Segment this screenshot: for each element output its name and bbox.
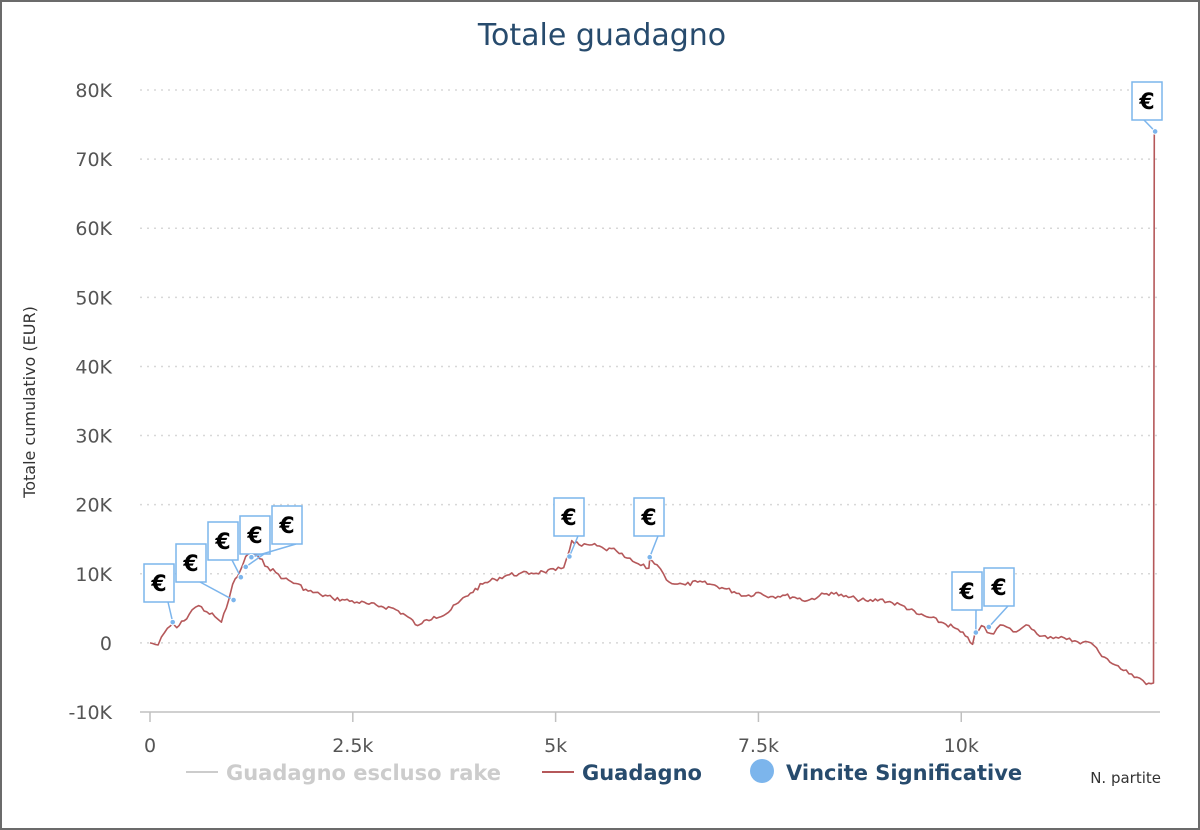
y-tick-label: 0 xyxy=(100,633,112,655)
y-tick-label: 30K xyxy=(75,426,112,448)
flag-point xyxy=(242,563,250,571)
flag-point xyxy=(985,623,993,631)
x-tick-label: 5k xyxy=(544,735,567,757)
y-tick-label: 20K xyxy=(75,495,112,517)
flag-point xyxy=(169,618,177,626)
flag-annotations: € € € € € € € € € € xyxy=(143,81,1163,636)
y-tick-label: 80K xyxy=(75,80,112,102)
flag-label: € xyxy=(150,572,166,597)
flag-point xyxy=(646,553,654,561)
flag-point xyxy=(237,573,245,581)
flag-marker: € xyxy=(633,497,665,561)
flag-box xyxy=(271,505,303,545)
y-tick-label: 50K xyxy=(75,287,112,309)
flag-label: € xyxy=(246,524,262,549)
legend-symbol-vincite xyxy=(750,759,774,783)
flag-marker: € xyxy=(175,543,237,604)
legend-item-label: Guadagno xyxy=(582,761,702,785)
flag-point xyxy=(1151,128,1159,135)
flag-marker: € xyxy=(207,521,245,581)
x-tick-label: 0 xyxy=(144,735,156,757)
flag-marker: € xyxy=(553,497,585,560)
flag-marker: € xyxy=(951,571,983,636)
flag-label: € xyxy=(214,530,230,555)
x-tick-label: 7.5k xyxy=(738,735,779,757)
flag-connector xyxy=(568,535,579,557)
series-area xyxy=(149,129,1157,686)
flag-point xyxy=(248,553,255,561)
flag-box xyxy=(175,543,207,583)
flag-label: € xyxy=(958,580,974,605)
series-line-guadagno xyxy=(149,129,1157,686)
axes: -10K 0 10K 20K 30K 40K 50K 60K 70K 80K 0 2.5k 5k 7.5k… xyxy=(69,80,1160,757)
flag-box xyxy=(1131,81,1163,121)
legend-item-label: Guadagno escluso rake xyxy=(226,761,501,785)
x-axis-label: N. partite xyxy=(1090,769,1161,787)
flag-label: € xyxy=(278,514,294,539)
flag-connector xyxy=(251,543,297,558)
x-tick-label: 2.5k xyxy=(332,735,373,757)
flag-connector xyxy=(167,601,174,623)
flag-box xyxy=(633,497,665,537)
flag-box xyxy=(207,521,239,561)
flag-label: € xyxy=(560,506,576,531)
flag-box xyxy=(983,567,1015,607)
legend-item-label: Vincite Significative xyxy=(786,761,1022,785)
flag-connector xyxy=(649,535,659,558)
flag-point xyxy=(566,553,573,560)
flag-label: € xyxy=(990,576,1006,601)
y-axis-label: Totale cumulativo (EUR) xyxy=(20,306,39,499)
flag-connector xyxy=(199,581,234,601)
legend: Guadagno escluso rake Guadagno Vincite Sig… xyxy=(186,759,1022,785)
y-tick-label: 60K xyxy=(75,218,112,240)
flag-marker: € xyxy=(1131,81,1163,135)
y-tick-label: 70K xyxy=(75,149,112,171)
flag-marker: € xyxy=(248,505,303,561)
flag-marker: € xyxy=(143,563,177,626)
flag-marker: € xyxy=(983,567,1015,631)
flag-box xyxy=(553,497,585,537)
grid-lines xyxy=(140,89,1160,644)
y-tick-label: 10K xyxy=(75,564,112,586)
x-tick-label: 10k xyxy=(944,735,979,757)
flag-box xyxy=(239,515,271,555)
flag-label: € xyxy=(640,506,656,531)
flag-label: € xyxy=(182,552,198,577)
flag-connector xyxy=(988,605,1009,628)
flag-marker: € xyxy=(239,515,271,571)
flag-point xyxy=(230,596,237,604)
flag-connector xyxy=(245,553,265,568)
flag-box xyxy=(143,563,175,603)
y-tick-label: -10K xyxy=(69,702,113,724)
chart-title: Totale guadagno xyxy=(477,18,726,53)
flag-box xyxy=(951,571,983,611)
flag-label: € xyxy=(1138,90,1154,115)
y-tick-label: 40K xyxy=(75,356,112,378)
flag-point xyxy=(972,629,980,636)
